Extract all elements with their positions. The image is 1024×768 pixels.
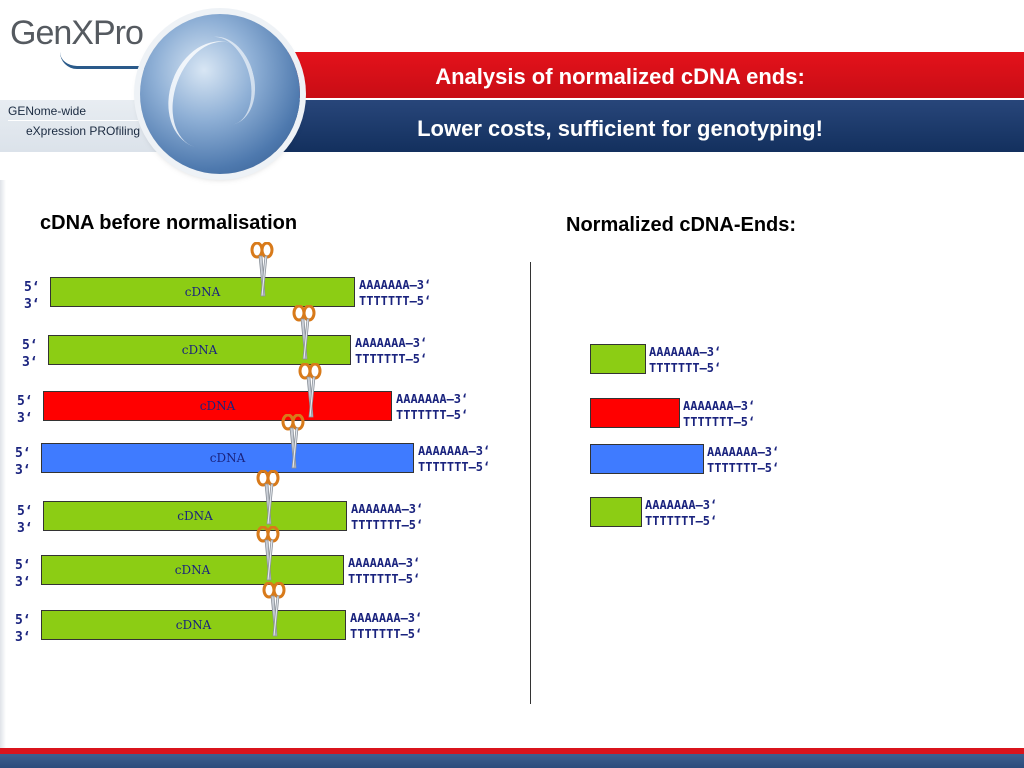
polya-end-label: AAAAAAA–3‘ bbox=[348, 556, 421, 570]
polya-end-label: AAAAAAA–3‘ bbox=[418, 444, 491, 458]
title-band-red bbox=[200, 52, 1024, 98]
polya-ends: AAAAAAA–3‘ TTTTTTT–5‘ bbox=[355, 335, 427, 367]
strand-5-label: 5‘ bbox=[15, 558, 31, 573]
normalized-end-bar-red bbox=[590, 398, 680, 428]
polya-end-label: AAAAAAA–3‘ bbox=[355, 336, 428, 350]
scissors-icon bbox=[256, 469, 280, 526]
tagline-1: GENome-wide bbox=[8, 104, 87, 118]
cdna-label: cDNA bbox=[181, 343, 218, 357]
polya-end-label: AAAAAAA–3‘ bbox=[396, 392, 469, 406]
footer-blue-stripe bbox=[0, 754, 1024, 768]
polya-ends: AAAAAAA–3‘ TTTTTTT–5‘ bbox=[396, 391, 468, 423]
scissors-icon bbox=[292, 304, 316, 361]
cdna-label: cDNA bbox=[199, 399, 236, 413]
logo-swoosh-icon bbox=[60, 52, 160, 69]
polyt-end-label: TTTTTTT–5‘ bbox=[396, 408, 469, 422]
strand-5-label: 5‘ bbox=[24, 280, 40, 295]
normalized-end-bar-green bbox=[590, 344, 646, 374]
cdna-label: cDNA bbox=[184, 285, 221, 299]
column-divider bbox=[530, 262, 531, 704]
normalized-polya-ends: AAAAAAA–3‘ TTTTTTT–5‘ bbox=[649, 344, 721, 376]
scissors-icon bbox=[250, 241, 274, 298]
strand-5-label: 5‘ bbox=[15, 446, 31, 461]
polyt-end-label: TTTTTTT–5‘ bbox=[359, 294, 432, 308]
polya-end-label: AAAAAAA–3‘ bbox=[359, 278, 432, 292]
cdna-bar-red: cDNA bbox=[43, 391, 392, 421]
strand-3-label: 3‘ bbox=[22, 355, 38, 370]
normalized-polya-ends: AAAAAAA–3‘ TTTTTTT–5‘ bbox=[707, 444, 779, 476]
polya-ends: AAAAAAA–3‘ TTTTTTT–5‘ bbox=[351, 501, 423, 533]
polyt-end-label: TTTTTTT–5‘ bbox=[707, 461, 780, 475]
polyt-end-label: TTTTTTT–5‘ bbox=[645, 514, 718, 528]
strand-5-label: 5‘ bbox=[17, 504, 33, 519]
title-band-blue bbox=[200, 100, 1024, 152]
normalized-end-bar-green bbox=[590, 497, 642, 527]
cdna-bar-green: cDNA bbox=[48, 335, 351, 365]
cdna-label: cDNA bbox=[177, 509, 213, 523]
logo-text: GenXPro bbox=[10, 14, 144, 52]
cdna-bar-green: cDNA bbox=[41, 555, 344, 585]
footer-red-stripe bbox=[0, 748, 1024, 754]
strand-5-label: 5‘ bbox=[15, 613, 31, 628]
polya-ends: AAAAAAA–3‘ TTTTTTT–5‘ bbox=[359, 277, 431, 309]
polyt-end-label: TTTTTTT–5‘ bbox=[350, 627, 423, 641]
strand-3-label: 3‘ bbox=[15, 463, 31, 478]
scissors-icon bbox=[262, 581, 286, 638]
polya-end-label: AAAAAAA–3‘ bbox=[683, 399, 756, 413]
left-heading: cDNA before normalisation bbox=[40, 212, 298, 234]
polya-ends: AAAAAAA–3‘ TTTTTTT–5‘ bbox=[418, 443, 490, 475]
slide-subtitle: Lower costs, sufficient for genotyping! bbox=[417, 116, 823, 141]
normalized-end-bar-blue bbox=[590, 444, 704, 474]
cdna-bar-green: cDNA bbox=[43, 501, 347, 531]
normalized-polya-ends: AAAAAAA–3‘ TTTTTTT–5‘ bbox=[645, 497, 717, 529]
genxpro-logo: GenXPro bbox=[10, 14, 144, 53]
polya-end-label: AAAAAAA–3‘ bbox=[707, 445, 780, 459]
polya-end-label: AAAAAAA–3‘ bbox=[351, 502, 424, 516]
cdna-label: cDNA bbox=[209, 451, 246, 465]
strand-5-label: 5‘ bbox=[22, 338, 38, 353]
strand-5-label: 5‘ bbox=[17, 394, 33, 409]
polyt-end-label: TTTTTTT–5‘ bbox=[649, 361, 722, 375]
globe-logo-icon bbox=[140, 14, 300, 174]
polya-end-label: AAAAAAA–3‘ bbox=[350, 611, 423, 625]
polyt-end-label: TTTTTTT–5‘ bbox=[418, 460, 491, 474]
strand-3-label: 3‘ bbox=[17, 521, 33, 536]
polya-ends: AAAAAAA–3‘ TTTTTTT–5‘ bbox=[348, 555, 420, 587]
polya-end-label: AAAAAAA–3‘ bbox=[649, 345, 722, 359]
right-heading: Normalized cDNA-Ends: bbox=[566, 214, 797, 236]
polyt-end-label: TTTTTTT–5‘ bbox=[348, 572, 421, 586]
cdna-bar-green: cDNA bbox=[41, 610, 346, 640]
tagline-divider bbox=[8, 120, 158, 121]
tagline-2: eXpression PROfiling bbox=[26, 124, 141, 138]
cdna-bar-blue: cDNA bbox=[41, 443, 414, 473]
left-edge-shadow bbox=[0, 180, 6, 750]
strand-3-label: 3‘ bbox=[15, 630, 31, 645]
polyt-end-label: TTTTTTT–5‘ bbox=[351, 518, 424, 532]
scissors-icon bbox=[256, 525, 280, 582]
scissors-icon bbox=[281, 413, 305, 470]
cdna-bar-green: cDNA bbox=[50, 277, 355, 307]
normalized-polya-ends: AAAAAAA–3‘ TTTTTTT–5‘ bbox=[683, 398, 755, 430]
strand-3-label: 3‘ bbox=[24, 297, 40, 312]
polya-ends: AAAAAAA–3‘ TTTTTTT–5‘ bbox=[350, 610, 422, 642]
strand-3-label: 3‘ bbox=[15, 575, 31, 590]
cdna-label: cDNA bbox=[174, 563, 211, 577]
slide-title: Analysis of normalized cDNA ends: bbox=[435, 64, 805, 89]
scissors-icon bbox=[298, 362, 322, 419]
polyt-end-label: TTTTTTT–5‘ bbox=[355, 352, 428, 366]
cdna-label: cDNA bbox=[175, 618, 212, 632]
polyt-end-label: TTTTTTT–5‘ bbox=[683, 415, 756, 429]
polya-end-label: AAAAAAA–3‘ bbox=[645, 498, 718, 512]
strand-3-label: 3‘ bbox=[17, 411, 33, 426]
header: GenXPro GENome-wide eXpression PROfiling… bbox=[0, 0, 1024, 180]
